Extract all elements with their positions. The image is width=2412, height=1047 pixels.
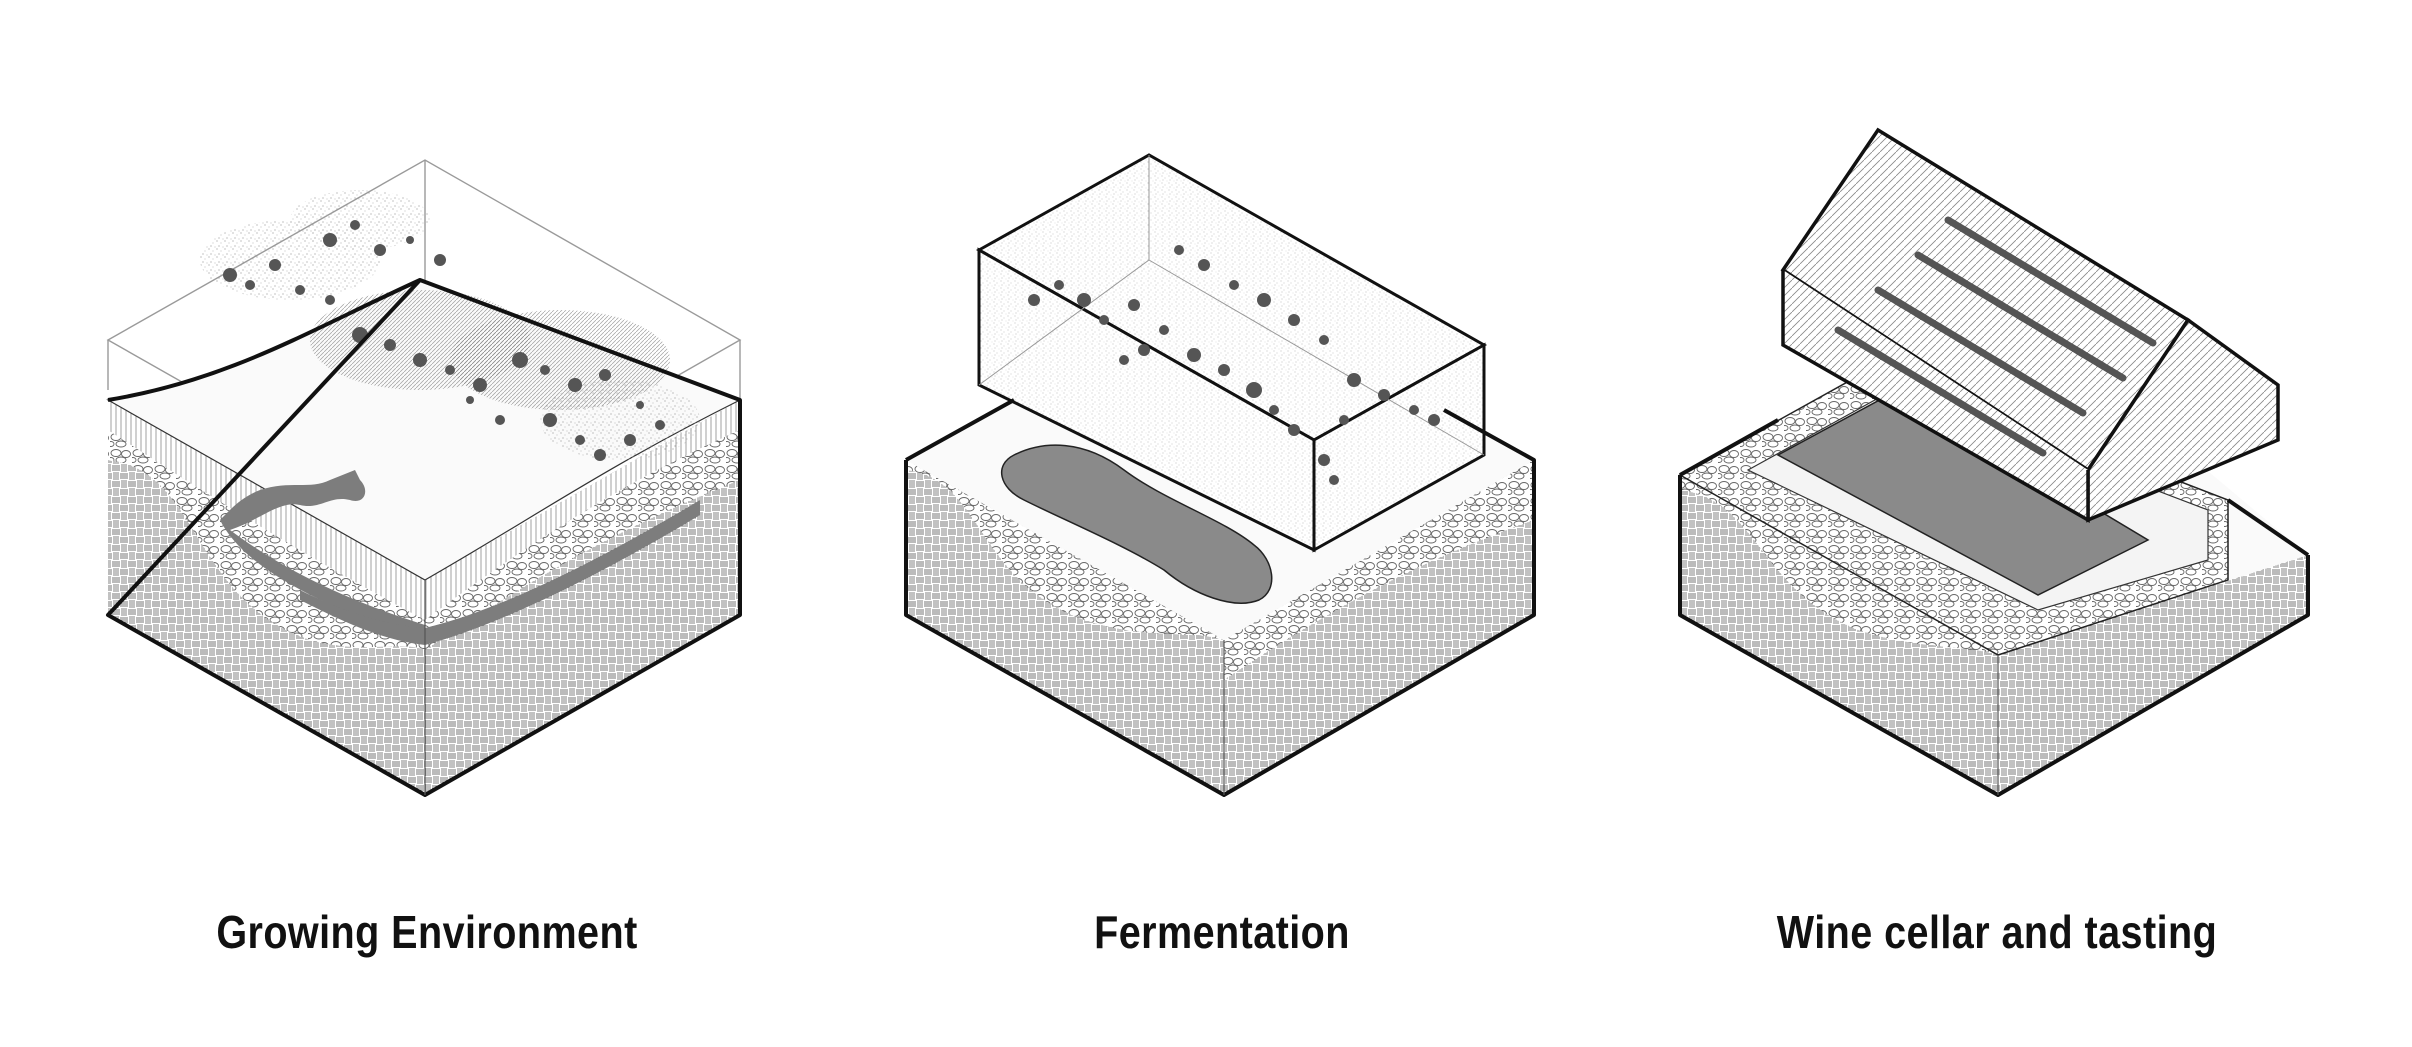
caption-growing-environment: Growing Environment bbox=[81, 905, 772, 959]
panel-wine-cellar bbox=[1608, 0, 2412, 1047]
caption-wine-cellar: Wine cellar and tasting bbox=[1651, 905, 2342, 959]
panel-growing-environment bbox=[0, 0, 804, 1047]
caption-fermentation: Fermentation bbox=[876, 905, 1567, 959]
panel-fermentation bbox=[804, 0, 1608, 1047]
